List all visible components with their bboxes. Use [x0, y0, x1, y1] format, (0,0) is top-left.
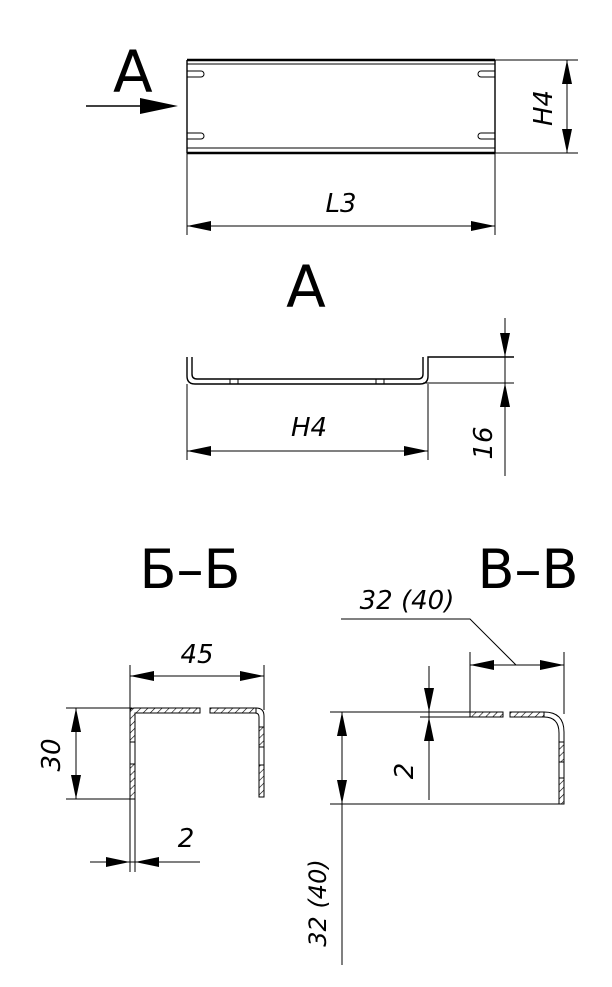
vv-profile-right-upper — [558, 741, 565, 763]
bb-profile-left-lower — [129, 763, 136, 800]
dim-vv-thickness-label: 2 — [390, 763, 420, 780]
dim-l3-label: L3 — [325, 189, 356, 219]
dim-vv-width-leader — [341, 618, 517, 666]
section-vv-title: В–В — [477, 538, 578, 601]
section-bb-title: Б–Б — [139, 538, 240, 601]
dim-16-label: 16 — [469, 426, 499, 459]
dim-vv-width-label: 32 (40) — [360, 586, 455, 616]
view-a: A H4 16 — [186, 253, 514, 476]
dim-bb-thickness-label: 2 — [178, 824, 195, 854]
slot-left-top — [187, 70, 205, 78]
bb-profile-right-upper — [258, 726, 265, 748]
dim-vv-height-label: 32 (40) — [304, 859, 332, 946]
view-arrow-a: A — [86, 38, 178, 114]
vv-profile-top-left — [469, 711, 504, 718]
vv-profile-right-lower — [558, 777, 565, 805]
slot-left-bottom — [187, 132, 205, 140]
vv-profile-top-right — [509, 711, 545, 718]
slot-right-bottom — [477, 132, 495, 140]
section-vv: В–В 32 (40) 32 (40) 2 — [304, 538, 579, 965]
slot-right-top — [477, 70, 495, 78]
dim-45-label: 45 — [180, 640, 213, 670]
top-view: H4 L3 — [186, 58, 578, 235]
dim-view-a-h4-label: H4 — [291, 413, 327, 443]
channel-inner — [191, 357, 424, 380]
dim-h4-label: H4 — [529, 90, 559, 126]
bb-profile-top-right — [209, 707, 257, 714]
view-arrow-label: A — [113, 38, 153, 106]
bb-profile-right-lower — [258, 764, 265, 798]
view-arrow-head — [140, 98, 178, 114]
channel-outer — [186, 356, 514, 385]
section-bb: Б–Б 45 30 2 — [37, 538, 265, 872]
bb-profile-top-left — [129, 707, 201, 743]
view-a-title: A — [286, 253, 326, 321]
dim-30-label: 30 — [37, 738, 67, 771]
